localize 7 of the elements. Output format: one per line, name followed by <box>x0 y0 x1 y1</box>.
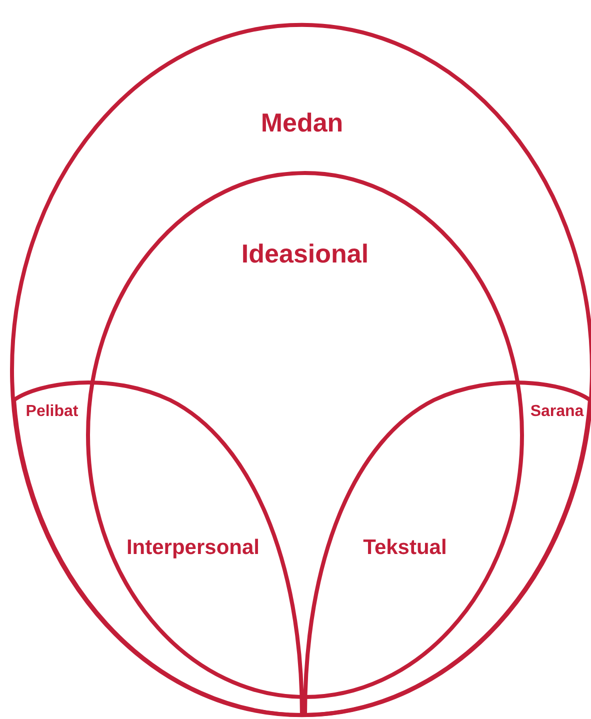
region-label: Interpersonal <box>126 536 260 560</box>
inner-ellipse <box>88 173 522 697</box>
region-label: Pelibat <box>26 403 78 421</box>
region-label: Sarana <box>530 403 584 421</box>
region-label: Tekstual <box>363 536 447 560</box>
region-label: Medan <box>260 108 344 138</box>
region-label: Ideasional <box>241 238 369 270</box>
